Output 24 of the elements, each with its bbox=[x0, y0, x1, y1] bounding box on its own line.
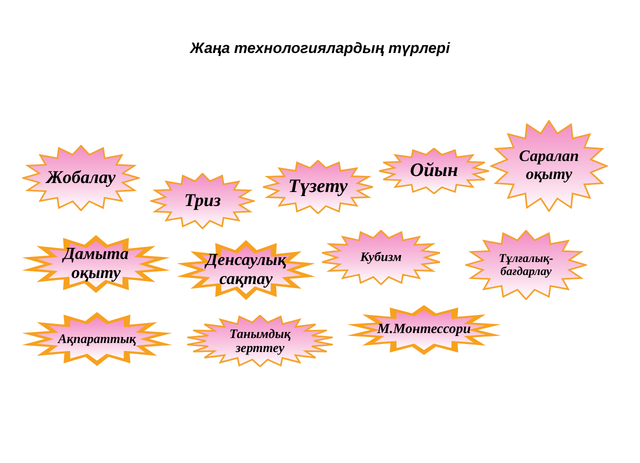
starburst-shape bbox=[150, 173, 255, 229]
starburst-shape bbox=[262, 160, 374, 214]
starburst-shape bbox=[175, 240, 317, 300]
starburst-shape bbox=[20, 235, 172, 293]
starburst-shape bbox=[490, 120, 608, 212]
starburst-shape bbox=[320, 230, 442, 285]
node-label: Денсаулық сақтау bbox=[204, 251, 288, 289]
node-label: Түзету bbox=[288, 176, 348, 198]
node-label: Дамыта оқыту bbox=[61, 245, 130, 283]
node-label: Триз bbox=[184, 191, 221, 211]
node-label: Танымдық зерттеу bbox=[228, 326, 292, 356]
node-label: Ойын bbox=[410, 160, 458, 182]
node-label: Ақпараттық bbox=[58, 332, 136, 346]
starburst-shape bbox=[465, 230, 587, 300]
node-label: Кубизм bbox=[360, 250, 402, 265]
starburst-shape bbox=[378, 148, 490, 194]
node-label: М.Монтессори bbox=[377, 322, 471, 338]
node-label: Жобалау bbox=[46, 168, 116, 188]
node-label: Тұлғалық-бағдарлау bbox=[498, 252, 554, 278]
title: Жаңа технологиялардың түрлері bbox=[188, 40, 452, 59]
node-label: Саралап оқыту bbox=[518, 148, 580, 184]
starburst-shape bbox=[20, 312, 174, 366]
starburst-shape bbox=[185, 315, 335, 367]
starburst-shape bbox=[22, 145, 140, 211]
